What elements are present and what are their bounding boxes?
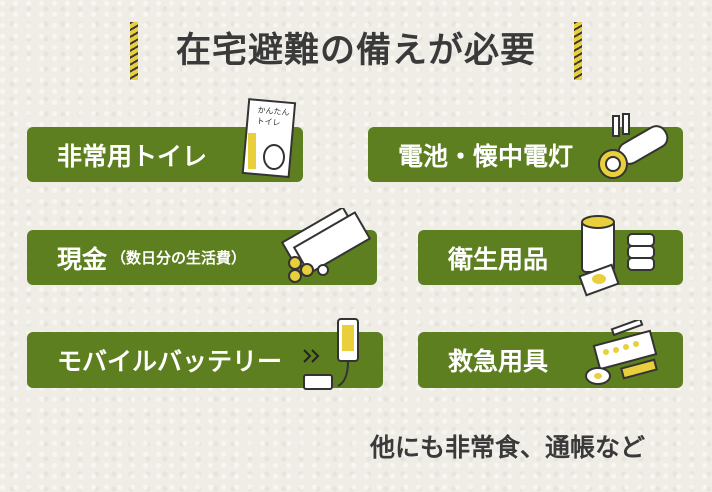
title-stripes-right xyxy=(574,22,582,80)
page-title: 在宅避難の備えが必要 xyxy=(175,31,536,71)
footer-note: 他にも非常食、通帳など xyxy=(370,433,646,462)
item-label: 現金 xyxy=(57,244,108,274)
cash-icon xyxy=(280,208,372,283)
first-aid-icon xyxy=(585,320,658,385)
flashlight-icon xyxy=(598,113,669,179)
mobile-battery-icon xyxy=(303,318,359,390)
item-batteries-flashlight: 電池・懐中電灯 xyxy=(368,127,683,182)
portable-toilet-icon xyxy=(241,98,297,179)
item-sublabel: （数日分の生活費） xyxy=(111,249,247,267)
item-label: 衛生用品 xyxy=(448,244,549,274)
toilet-pack-label: かんたんトイレ xyxy=(256,105,290,128)
item-label: 救急用具 xyxy=(448,347,549,376)
item-label: 電池・懐中電灯 xyxy=(398,141,574,171)
item-label: モバイルバッテリー xyxy=(57,347,283,376)
hygiene-products-icon xyxy=(578,215,655,297)
item-label: 非常用トイレ xyxy=(57,141,208,171)
title-stripes-left xyxy=(130,22,138,80)
